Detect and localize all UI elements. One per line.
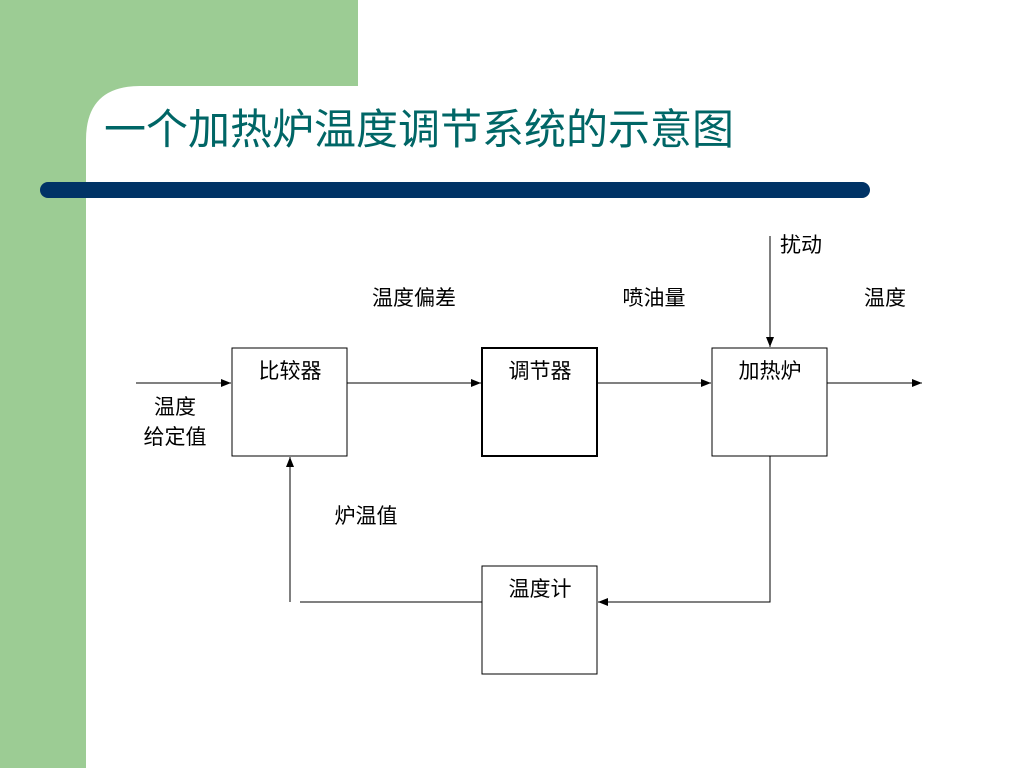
- furnace-temp-value-label: 炉温值: [335, 504, 398, 528]
- furnace-block: [711, 347, 828, 457]
- title-rule-bar: [40, 182, 870, 198]
- output-temperature-label: 温度: [864, 286, 906, 310]
- thermometer-label: 温度计: [509, 577, 572, 601]
- deviation-label: 温度偏差: [372, 286, 456, 310]
- feedback-to-thermometer-arrow: [598, 456, 771, 606]
- setpoint-label-line2: 给定值: [144, 425, 207, 449]
- controller-block: [481, 347, 598, 457]
- thermometer-block: [481, 565, 598, 675]
- comparator-block: [231, 347, 348, 457]
- setpoint-label-line1: 温度: [154, 395, 196, 419]
- controller-label: 调节器: [509, 359, 572, 383]
- fuel-amount-label: 喷油量: [623, 286, 686, 310]
- slide-title: 一个加热炉温度调节系统的示意图: [104, 105, 735, 154]
- disturbance-label: 扰动: [780, 233, 822, 257]
- furnace-label: 加热炉: [739, 359, 802, 383]
- comparator-label: 比较器: [259, 359, 322, 383]
